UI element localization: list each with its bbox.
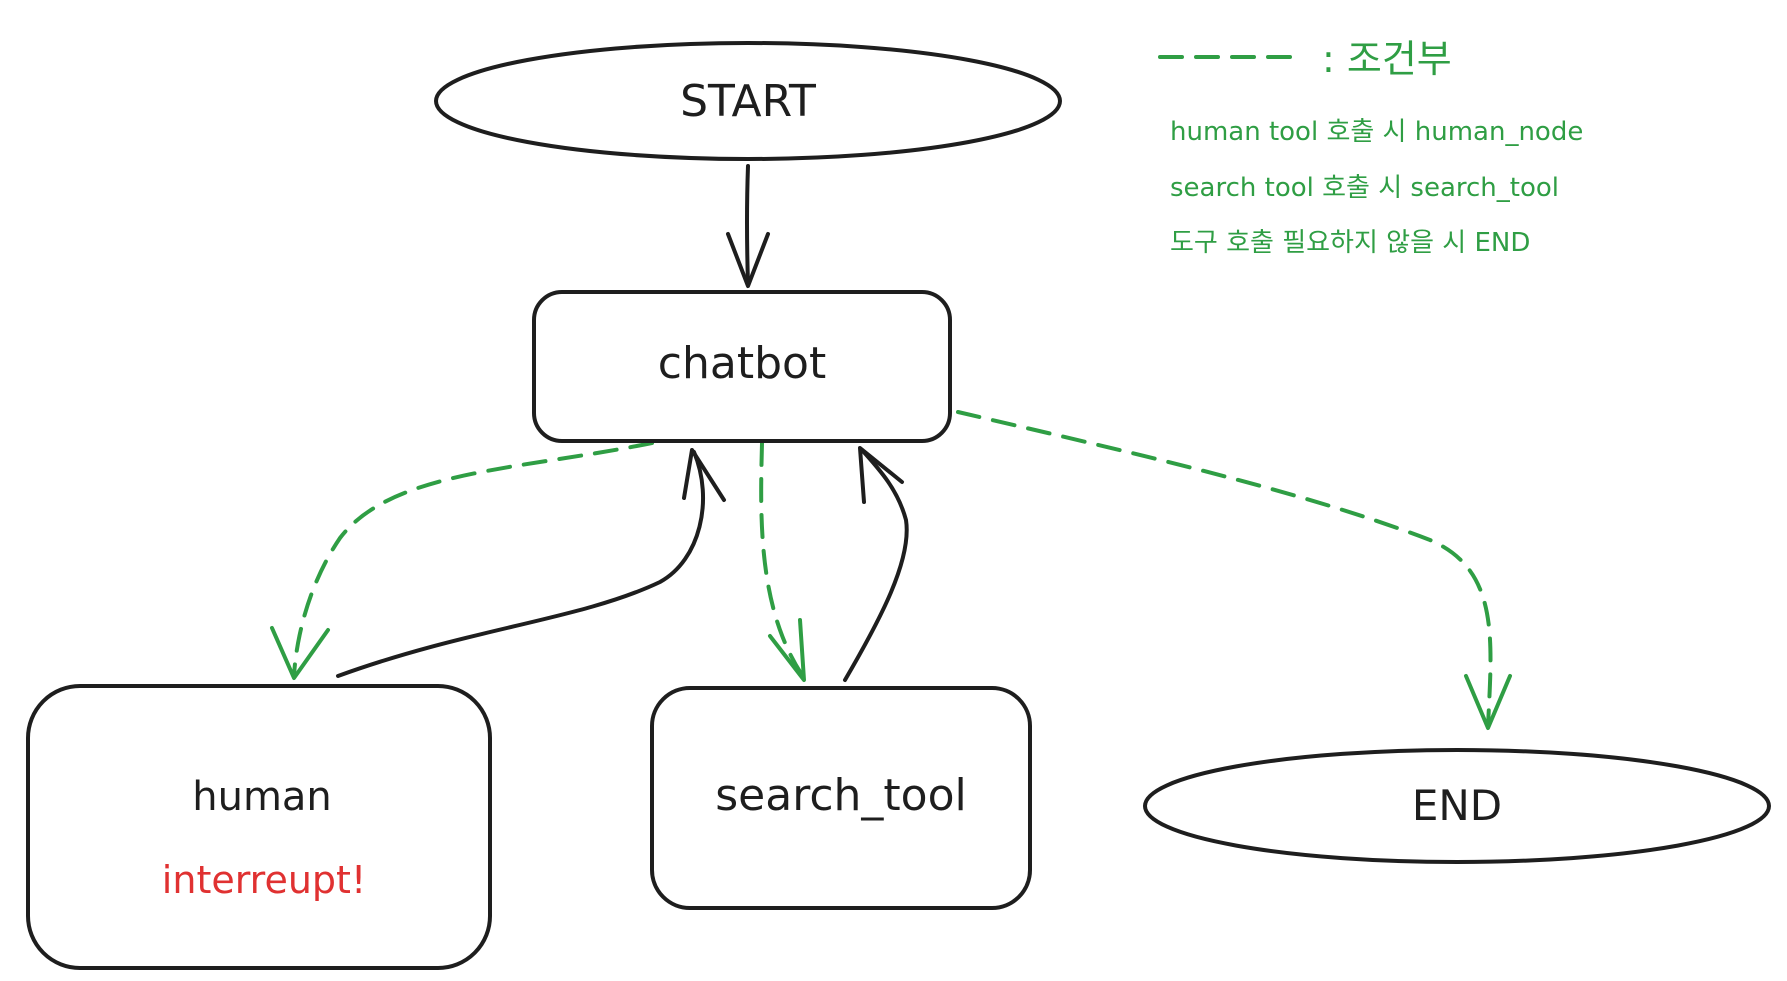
- human-node-label: human: [192, 774, 332, 820]
- edge-human-to-chatbot: [336, 448, 726, 678]
- human-node: human interreupt!: [26, 684, 492, 970]
- human-interrupt-note: interreupt!: [162, 858, 366, 902]
- end-node: END: [1143, 748, 1771, 864]
- legend-line-search: search tool 호출 시 search_tool: [1170, 173, 1559, 203]
- edge-chatbot-to-search: [759, 441, 806, 682]
- start-node-label: START: [680, 76, 816, 127]
- edge-search-to-chatbot: [843, 446, 909, 682]
- edge-chatbot-to-human: [270, 441, 654, 680]
- legend-line-human: human tool 호출 시 human_node: [1170, 117, 1583, 147]
- legend-line-end: 도구 호출 필요하지 않을 시 END: [1170, 228, 1530, 258]
- end-node-label: END: [1412, 781, 1502, 830]
- chatbot-node: chatbot: [532, 290, 952, 443]
- edge-start-to-chatbot: [726, 164, 770, 288]
- search-tool-node-label: search_tool: [715, 770, 966, 821]
- edge-chatbot-to-end: [956, 410, 1512, 730]
- search-tool-node: search_tool: [650, 686, 1032, 910]
- legend: : 조건부 human tool 호출 시 human_node search …: [1158, 37, 1583, 258]
- chatbot-node-label: chatbot: [658, 338, 826, 389]
- legend-dashed-label: : 조건부: [1322, 37, 1452, 81]
- start-node: START: [434, 41, 1062, 161]
